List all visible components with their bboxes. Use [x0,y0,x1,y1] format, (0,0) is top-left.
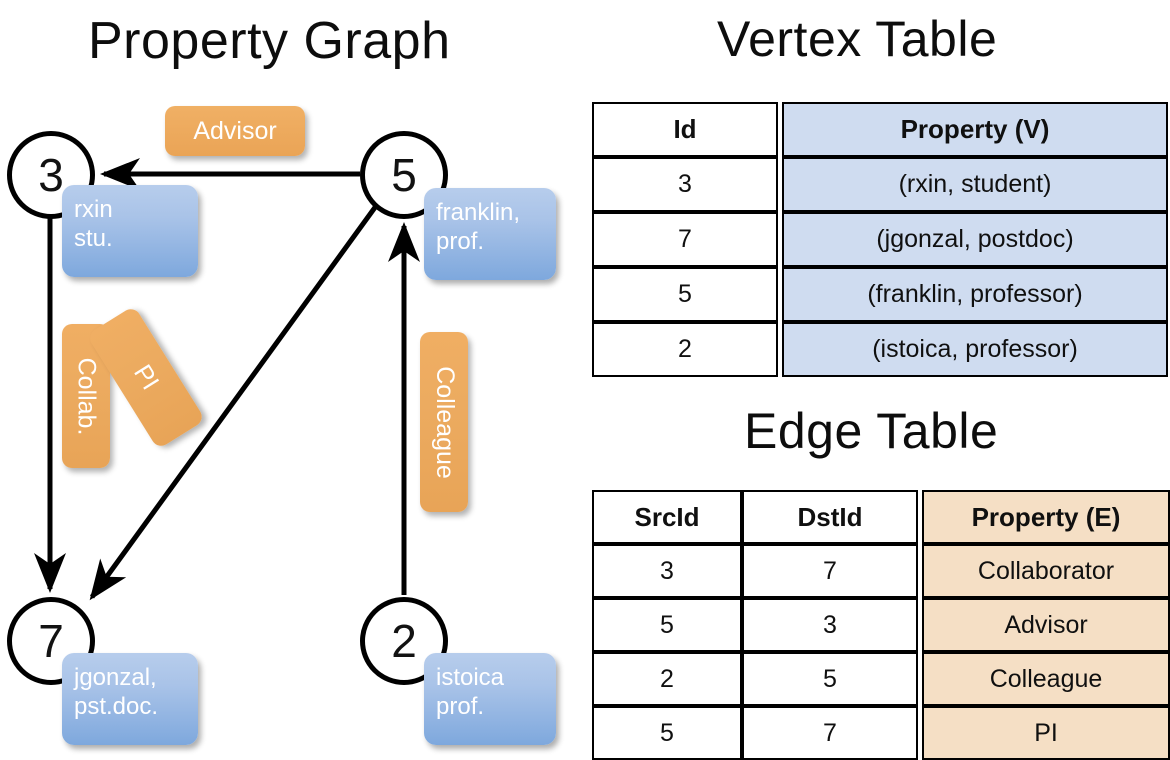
graph-node-5[interactable]: 5 [360,131,448,219]
page-title-vertex-table: Vertex Table [717,11,998,67]
vertex-property-box-3: rxin stu. [62,185,198,277]
table-row[interactable]: 5 7 PI [592,706,1170,760]
table-row[interactable]: 3 7 Collaborator [592,544,1170,598]
edge-header-srcid: SrcId [592,490,742,544]
edge-header-property: Property (E) [922,490,1170,544]
vertex-cell-id: 7 [592,212,778,267]
table-header-row: Id Property (V) [592,102,1168,157]
edge-label-advisor-text: Advisor [193,116,277,145]
vertex-property-box-7: jgonzal, pst.doc. [62,653,198,745]
edge-table: SrcId DstId Property (E) 3 7 Collaborato… [592,490,1170,760]
vertex-property-line-1: rxin [74,196,113,223]
table-row[interactable]: 3 (rxin, student) [592,157,1168,212]
column-gap [918,706,922,760]
vertex-cell-property: (rxin, student) [782,157,1168,212]
edge-cell-property: Advisor [922,598,1170,652]
vertex-header-id: Id [592,102,778,157]
table-row[interactable]: 5 3 Advisor [592,598,1170,652]
edge-label-colleague: Colleague [420,332,468,512]
edge-header-dstid: DstId [742,490,918,544]
vertex-property-box-2: istoica prof. [424,653,556,745]
vertex-property-line-2: pst.doc. [74,693,159,721]
edge-label-collaborator-text: Collab. [72,357,101,435]
edge-cell-dstid: 5 [742,652,918,706]
column-gap [778,157,782,212]
vertex-cell-id: 5 [592,267,778,322]
column-gap [778,102,782,157]
page-title-edge-table: Edge Table [744,403,999,459]
edge-5-to-7-pi [89,204,379,601]
vertex-property-line-2: prof. [436,228,485,256]
vertex-table: Id Property (V) 3 (rxin, student) 7 (jgo… [592,102,1168,377]
column-gap [778,212,782,267]
edge-cell-dstid: 7 [742,544,918,598]
column-gap [918,652,922,706]
edge-cell-property: PI [922,706,1170,760]
vertex-cell-property: (franklin, professor) [782,267,1168,322]
edge-cell-srcid: 2 [592,652,742,706]
graph-node-2[interactable]: 2 [360,597,448,685]
column-gap [918,544,922,598]
vertex-property-line-2: prof. [436,693,485,721]
edge-label-colleague-text: Colleague [430,365,459,479]
column-gap [778,322,782,377]
vertex-property-line-1: franklin, [436,199,521,226]
property-graph-diagram: 3 5 7 2 rxin stu. franklin, prof. jgonza… [7,106,556,745]
edge-cell-srcid: 3 [592,544,742,598]
table-row[interactable]: 7 (jgonzal, postdoc) [592,212,1168,267]
column-gap [918,490,922,544]
table-row[interactable]: 2 5 Colleague [592,652,1170,706]
edge-cell-srcid: 5 [592,706,742,760]
vertex-property-line-1: istoica [436,664,505,691]
edge-label-advisor: Advisor [165,106,305,156]
graph-edges-svg [34,158,420,601]
vertex-header-property: Property (V) [782,102,1168,157]
vertex-property-box-5: franklin, prof. [424,188,556,280]
page-title-property-graph: Property Graph [88,12,451,70]
column-gap [918,598,922,652]
edge-cell-property: Colleague [922,652,1170,706]
edge-cell-srcid: 5 [592,598,742,652]
vertex-property-line-2: stu. [74,225,113,253]
edge-label-pi-text: PI [128,359,165,395]
column-gap [778,267,782,322]
vertex-cell-id: 2 [592,322,778,377]
vertex-cell-property: (istoica, professor) [782,322,1168,377]
vertex-cell-property: (jgonzal, postdoc) [782,212,1168,267]
table-row[interactable]: 5 (franklin, professor) [592,267,1168,322]
edge-cell-dstid: 7 [742,706,918,760]
vertex-cell-id: 3 [592,157,778,212]
edge-cell-dstid: 3 [742,598,918,652]
table-row[interactable]: 2 (istoica, professor) [592,322,1168,377]
edge-cell-property: Collaborator [922,544,1170,598]
vertex-property-line-1: jgonzal, [74,664,157,691]
table-header-row: SrcId DstId Property (E) [592,490,1170,544]
